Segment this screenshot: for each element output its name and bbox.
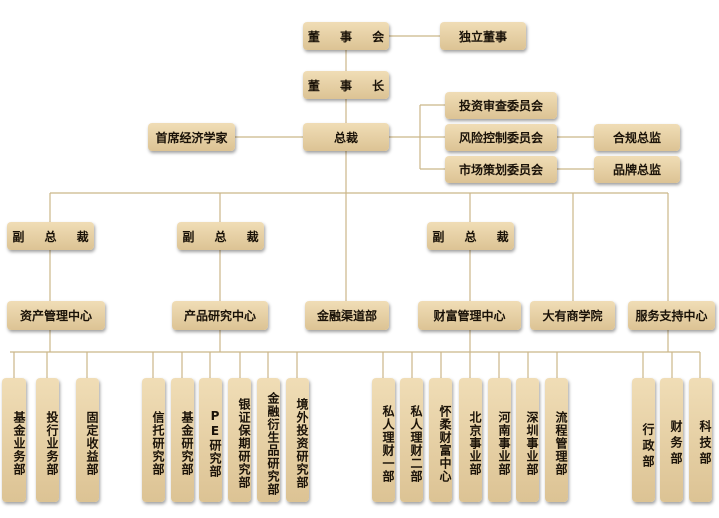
private-wealth-1-dept-box[interactable]: 私人理财一部 <box>372 378 395 502</box>
dayou-academy-box[interactable]: 大有商学院 <box>530 301 615 330</box>
ceo-box[interactable]: 总裁 <box>303 123 389 151</box>
shenzhen-business-dept-box[interactable]: 深圳事业部 <box>516 378 539 502</box>
independent-director-box[interactable]: 独立董事 <box>440 22 526 50</box>
admin-dept-box[interactable]: 行政部 <box>632 378 655 502</box>
overseas-investment-research-dept-box[interactable]: 境外投资研究部 <box>286 378 309 502</box>
huairou-wealth-center-box[interactable]: 怀柔财富中心 <box>429 378 452 502</box>
investment-banking-dept-box[interactable]: 投行业务部 <box>36 378 59 502</box>
financial-channel-dept-box[interactable]: 金融渠道部 <box>305 301 389 330</box>
trust-research-dept-box[interactable]: 信托研究部 <box>142 378 165 502</box>
compliance-director-box[interactable]: 合规总监 <box>594 124 680 151</box>
fixed-income-dept-box[interactable]: 固定收益部 <box>76 378 99 502</box>
product-research-center-box[interactable]: 产品研究中心 <box>172 301 268 330</box>
service-support-center-box[interactable]: 服务支持中心 <box>628 301 715 330</box>
brand-director-box[interactable]: 品牌总监 <box>594 156 680 183</box>
board-of-directors-box[interactable]: 董 事 会 <box>303 22 389 50</box>
asset-management-center-box[interactable]: 资产管理中心 <box>7 301 105 330</box>
technology-dept-box[interactable]: 科技部 <box>689 378 712 502</box>
vice-president-1-box[interactable]: 副 总 裁 <box>7 222 94 250</box>
fund-business-dept-box[interactable]: 基金业务部 <box>2 378 26 502</box>
vice-president-3-box[interactable]: 副 总 裁 <box>427 222 514 250</box>
chief-economist-box[interactable]: 首席经济学家 <box>148 123 235 151</box>
chairman-box[interactable]: 董 事 长 <box>303 71 389 99</box>
pe-research-dept-box[interactable]: PE研究部 <box>199 378 222 502</box>
wealth-management-center-box[interactable]: 财富管理中心 <box>418 301 521 330</box>
beijing-business-dept-box[interactable]: 北京事业部 <box>459 378 482 502</box>
private-wealth-2-dept-box[interactable]: 私人理财二部 <box>400 378 423 502</box>
process-management-dept-box[interactable]: 流程管理部 <box>545 378 568 502</box>
bank-insurance-futures-research-dept-box[interactable]: 银证保期研究部 <box>228 378 251 502</box>
finance-dept-box[interactable]: 财务部 <box>660 378 683 502</box>
marketing-planning-committee-box[interactable]: 市场策划委员会 <box>445 156 557 183</box>
derivatives-research-dept-box[interactable]: 金融衍生品研究部 <box>257 378 280 502</box>
fund-research-dept-box[interactable]: 基金研究部 <box>171 378 194 502</box>
vice-president-2-box[interactable]: 副 总 裁 <box>177 222 264 250</box>
investment-review-committee-box[interactable]: 投资审查委员会 <box>445 92 557 119</box>
henan-business-dept-box[interactable]: 河南事业部 <box>488 378 511 502</box>
risk-control-committee-box[interactable]: 风险控制委员会 <box>445 124 557 151</box>
